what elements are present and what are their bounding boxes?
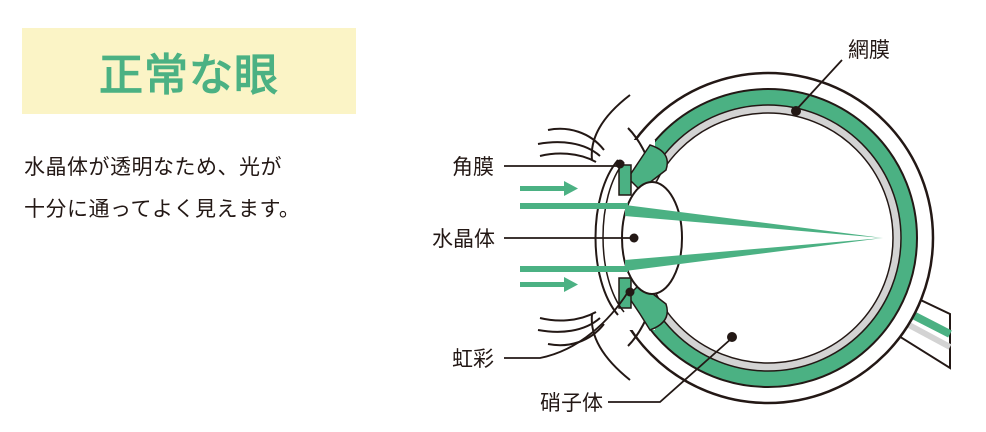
description-line-2: 十分に通ってよく見えます。	[24, 197, 301, 221]
cornea-marker	[615, 159, 625, 169]
light-rays	[520, 203, 883, 272]
iris-top	[618, 164, 632, 196]
description-line-1: 水晶体が透明なため、光が	[24, 155, 282, 179]
iris-marker	[625, 287, 635, 297]
label-cornea: 角膜	[452, 155, 494, 179]
title-banner: 正常な眼	[22, 28, 356, 114]
label-vitreous: 硝子体	[540, 391, 603, 415]
incoming-light-arrow-top	[520, 181, 578, 196]
incoming-light-arrow-bottom	[520, 277, 578, 292]
retina-marker	[791, 106, 801, 116]
ciliary-body-top	[627, 144, 668, 191]
iris-leader-line	[504, 291, 629, 359]
vitreous-marker	[727, 332, 737, 342]
label-iris: 虹彩	[452, 347, 494, 371]
label-lens: 水晶体	[432, 227, 495, 251]
description: 水晶体が透明なため、光が 十分に通ってよく見えます。	[24, 146, 300, 230]
lens-marker	[629, 233, 639, 243]
eyelids	[537, 94, 631, 381]
page-title: 正常な眼	[99, 50, 279, 101]
retina-leader-line	[795, 59, 843, 111]
vitreous-leader-line	[608, 337, 733, 403]
label-retina: 網膜	[848, 38, 890, 62]
